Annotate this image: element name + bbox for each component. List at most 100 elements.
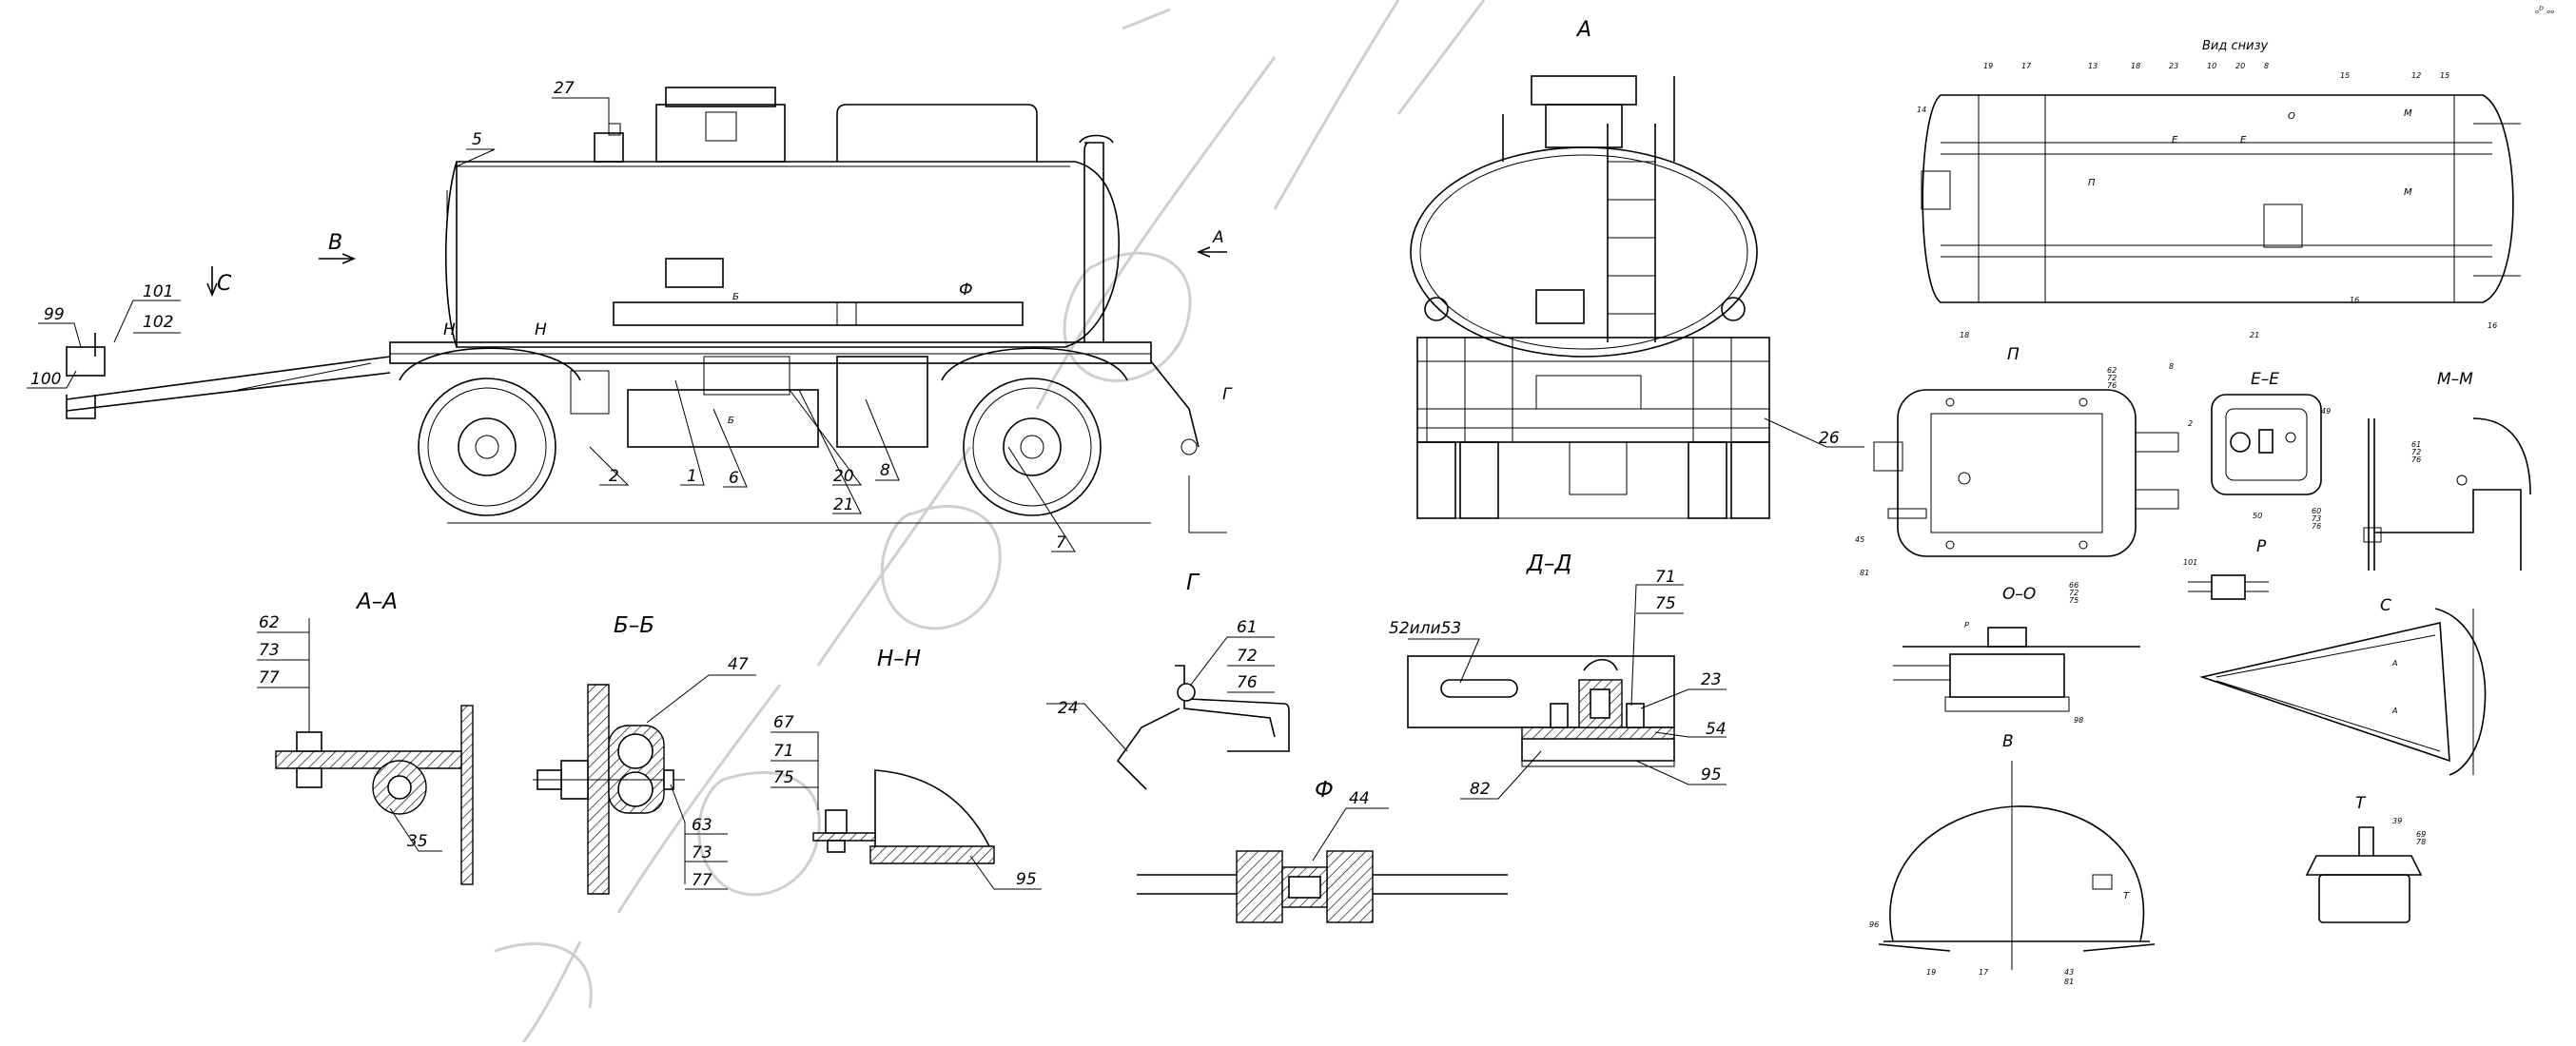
section-F: Ф 44: [1137, 778, 1508, 923]
P-lbl-45: 45: [1855, 535, 1864, 544]
view-letter-G: Г: [1222, 385, 1233, 404]
HH-lbl-75: 75: [773, 768, 794, 787]
detail-OO-title: О–О: [2002, 585, 2036, 604]
BB-lbl-47: 47: [728, 655, 749, 674]
P-lbl-2: 2: [2188, 419, 2193, 428]
section-G: Г 61 72 76 24: [1046, 571, 1290, 790]
section-HH: Н–Н 67 71 75 95: [771, 647, 1042, 890]
EE-lbl-76: 76: [2312, 522, 2321, 531]
us-lbl-12: 12: [2411, 71, 2421, 80]
us-lbl-16b: 16: [2488, 321, 2497, 330]
G-lbl-72: 72: [1237, 647, 1258, 666]
EE-lbl-73: 73: [2312, 514, 2321, 523]
lead-7: 7: [1056, 533, 1066, 552]
detail-P: П 62 72 76 45 81 8 2: [1855, 345, 2193, 577]
P-lbl-8: 8: [2169, 362, 2174, 371]
underside-view: Вид снизу 19 17 13 18 23 10 20 8 15 12 1…: [1917, 39, 2521, 339]
V-lbl-T: Т: [2123, 891, 2130, 901]
us-cut-O: О: [2288, 111, 2295, 122]
detail-P-title: П: [2007, 345, 2020, 364]
underside-title: Вид снизу: [2202, 39, 2268, 53]
front-view-title: А: [1575, 18, 1591, 42]
view-letter-F: Ф: [959, 281, 973, 300]
HH-lbl-67: 67: [773, 713, 794, 732]
lead-101: 101: [143, 282, 173, 301]
detail-T-title: Т: [2355, 794, 2367, 813]
lead-99: 99: [44, 305, 65, 324]
BB-lbl-63: 63: [692, 816, 712, 835]
C-lbl-A1: А: [2391, 659, 2397, 668]
detail-V-title: В: [2002, 732, 2014, 751]
lead-27: 27: [554, 79, 575, 98]
lead-1: 1: [687, 467, 697, 486]
MM-lbl-72: 72: [2411, 448, 2421, 456]
detail-R: Р 101: [2183, 537, 2269, 600]
detail-C: С А А: [2199, 596, 2487, 776]
us-cut-E2: Е: [2240, 135, 2247, 145]
DD-lbl-82: 82: [1470, 780, 1491, 799]
V-lbl-17: 17: [1979, 968, 1989, 977]
BB-lbl-77: 77: [692, 871, 712, 890]
us-lbl-21: 21: [2250, 331, 2259, 339]
front-view: А 26: [1410, 18, 1864, 519]
T-lbl-69: 69: [2416, 830, 2426, 839]
side-view: [66, 87, 1227, 533]
us-cut-E1: Е: [2172, 135, 2178, 145]
V-lbl-96: 96: [1869, 920, 1879, 929]
detail-EE-title: Е–Е: [2251, 370, 2279, 389]
OO-lbl-72: 72: [2069, 589, 2078, 597]
AA-lbl-35: 35: [407, 832, 428, 851]
lead-100: 100: [30, 370, 61, 389]
OO-lbl-98: 98: [2074, 716, 2083, 725]
lead-6: 6: [729, 469, 739, 488]
detail-MM-title: М–М: [2437, 370, 2473, 389]
us-lbl-19: 19: [1983, 62, 1993, 70]
G-lbl-61: 61: [1237, 618, 1258, 637]
section-BB-title: Б–Б: [614, 613, 654, 638]
OO-lbl-75: 75: [2069, 596, 2078, 605]
us-lbl-14: 14: [1917, 106, 1926, 114]
DD-lbl-52or53: 52или53: [1389, 619, 1461, 638]
P-lbl-72: 72: [2107, 374, 2117, 382]
section-DD-title: Д–Д: [1526, 552, 1571, 576]
view-letter-A: A: [1212, 228, 1224, 247]
section-AA: А–А 62 73 77 35: [257, 590, 474, 885]
AA-lbl-62: 62: [259, 613, 280, 632]
us-lbl-16a: 16: [2350, 296, 2359, 304]
DD-lbl-54: 54: [1706, 720, 1727, 739]
AA-lbl-73: 73: [259, 641, 280, 660]
us-lbl-17: 17: [2021, 62, 2032, 70]
us-cut-P: П: [2088, 178, 2096, 188]
G-lbl-76: 76: [1237, 673, 1258, 692]
section-HH-title: Н–Н: [877, 647, 921, 671]
us-cut-M1: M: [2404, 108, 2412, 119]
us-lbl-8: 8: [2264, 62, 2269, 70]
DD-lbl-75: 75: [1655, 594, 1676, 613]
us-cut-M2: M: [2404, 187, 2412, 198]
T-lbl-39: 39: [2392, 817, 2402, 825]
V-lbl-43: 43: [2064, 968, 2074, 977]
detail-OO: О–О Р 66 72 75 98: [1893, 581, 2140, 725]
DD-lbl-95: 95: [1701, 765, 1722, 784]
P-lbl-81: 81: [1860, 569, 1869, 577]
detail-C-title: С: [2380, 596, 2391, 615]
us-lbl-15b: 15: [2440, 71, 2449, 80]
DD-lbl-71: 71: [1655, 568, 1676, 587]
lead-102: 102: [143, 313, 173, 332]
us-lbl-18b: 18: [1960, 331, 1969, 339]
corner-mark: ₒᴰ ₒₒ: [2535, 6, 2554, 16]
DD-lbl-23: 23: [1701, 670, 1722, 689]
EE-lbl-50: 50: [2253, 512, 2262, 520]
us-lbl-10: 10: [2207, 62, 2216, 70]
lead-26: 26: [1819, 429, 1840, 448]
lead-2: 2: [609, 467, 619, 486]
watermark: [494, 0, 1486, 1043]
R-lbl-101: 101: [2183, 558, 2197, 567]
EE-lbl-60: 60: [2312, 507, 2321, 515]
HH-lbl-95: 95: [1016, 870, 1037, 889]
us-lbl-20: 20: [2235, 62, 2245, 70]
P-lbl-62: 62: [2107, 366, 2117, 375]
F-lbl-44: 44: [1349, 789, 1370, 808]
us-lbl-23: 23: [2169, 62, 2178, 70]
